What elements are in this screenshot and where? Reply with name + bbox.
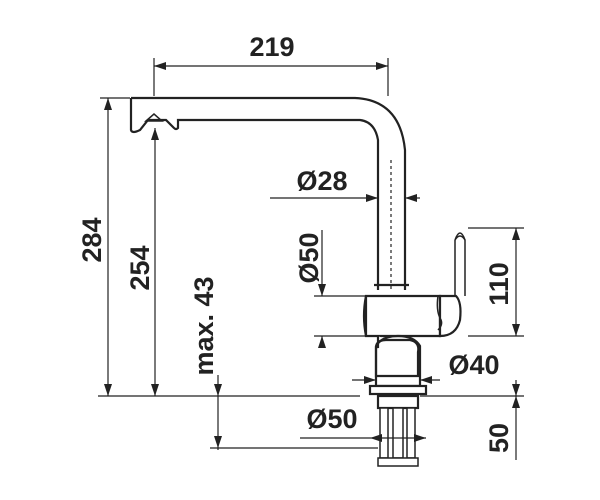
shank-rod-right (406, 407, 416, 459)
faucet-outline (129, 96, 466, 467)
lever-arm (454, 235, 466, 296)
shank-rod-center (392, 407, 404, 459)
lever-tip (454, 232, 466, 241)
spout-nozzle (144, 113, 164, 122)
label-dia40: Ø40 (448, 350, 499, 380)
label-254: 254 (125, 245, 155, 290)
lever-joint (436, 295, 443, 331)
label-dia28: Ø28 (296, 166, 347, 196)
faucet-body (364, 294, 442, 338)
dimension-labels: 219 284 254 max. 43 Ø28 Ø50 110 Ø40 Ø50 … (77, 32, 514, 453)
spout-outline (129, 96, 407, 290)
label-dia50-upper: Ø50 (294, 232, 324, 283)
faucet-base (374, 336, 420, 378)
label-max43: max. 43 (189, 276, 219, 375)
base-lower (374, 334, 422, 388)
body-left-curve (362, 295, 368, 337)
arrow (154, 62, 166, 70)
mounting-plate (368, 384, 428, 396)
label-dia50-lower: Ø50 (306, 404, 357, 434)
shank-nut (376, 394, 420, 410)
shank-rod-left (379, 407, 389, 459)
label-284: 284 (77, 217, 107, 262)
label-50: 50 (484, 423, 514, 453)
arrow (376, 62, 388, 70)
lever-base (438, 294, 462, 338)
label-110: 110 (484, 262, 514, 306)
label-219: 219 (249, 32, 294, 62)
dimension-lines (98, 58, 524, 460)
shank-bottom (377, 457, 419, 467)
